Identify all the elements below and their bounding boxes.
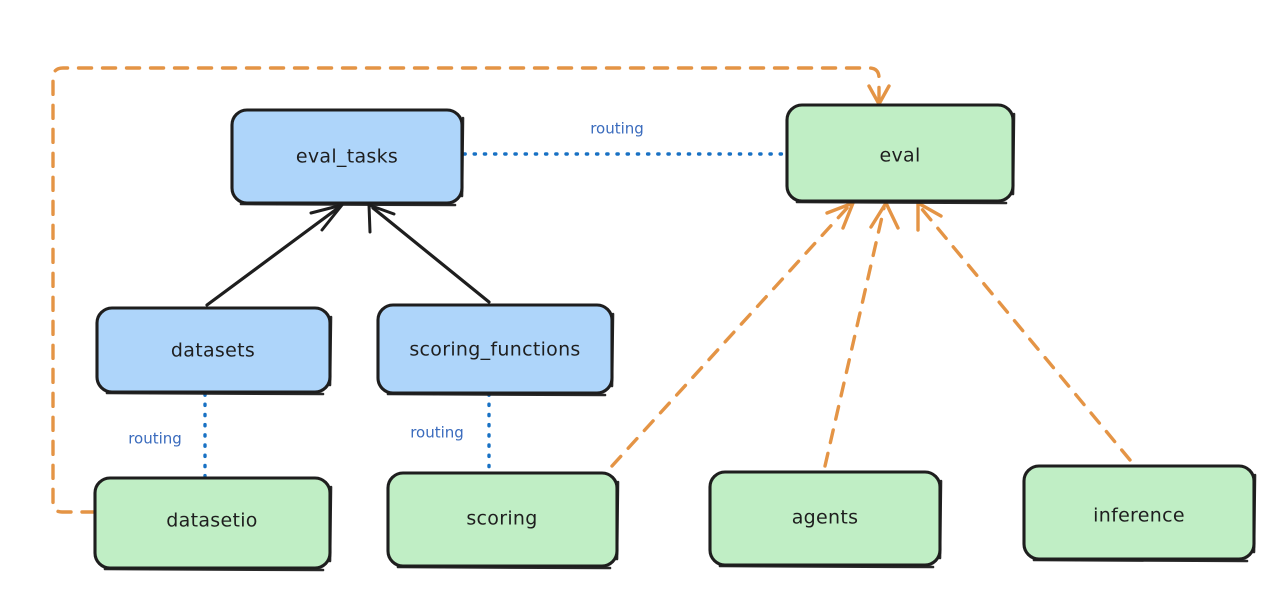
node-scoring_functions[interactable]: scoring_functions bbox=[376, 303, 615, 397]
node-eval_tasks-sketch bbox=[239, 116, 465, 207]
node-eval-sketch bbox=[795, 112, 1016, 205]
node-agents-label: agents bbox=[792, 507, 859, 529]
edge-agents-eval-path bbox=[823, 206, 886, 468]
edge-agents-eval[interactable] bbox=[823, 201, 900, 468]
edge-datasets-datasetio[interactable]: routing bbox=[128, 392, 207, 478]
edge-scoring-eval[interactable] bbox=[610, 201, 855, 468]
node-eval_tasks[interactable]: eval_tasks bbox=[230, 108, 465, 207]
node-agents[interactable]: agents bbox=[708, 470, 943, 569]
edge-label-routing-eval-tasks: routing bbox=[590, 120, 644, 138]
edge-scoring_functions-eval_tasks[interactable] bbox=[367, 203, 491, 304]
node-scoring_functions-sketch bbox=[386, 312, 615, 397]
edge-datasets-eval_tasks-path bbox=[205, 206, 340, 307]
node-agents-sketch bbox=[718, 479, 943, 569]
edge-datasets-eval_tasks[interactable] bbox=[205, 203, 344, 307]
node-eval[interactable]: eval bbox=[785, 103, 1016, 205]
edge-inference-eval[interactable] bbox=[916, 201, 1132, 462]
edge-inference-eval-path bbox=[919, 206, 1132, 462]
node-datasets[interactable]: datasets bbox=[95, 306, 333, 396]
edge-eval_tasks-eval[interactable]: routing bbox=[462, 120, 788, 156]
edge-scoring-eval-path bbox=[610, 205, 850, 468]
node-scoring-label: scoring bbox=[466, 508, 537, 530]
node-datasetio-label: datasetio bbox=[166, 510, 257, 532]
edge-scoring_functions-eval_tasks-path bbox=[371, 206, 491, 304]
node-inference-label: inference bbox=[1093, 505, 1185, 527]
node-datasetio[interactable]: datasetio bbox=[93, 476, 333, 572]
node-datasets-label: datasets bbox=[171, 340, 255, 362]
edge-label-routing-scoring-functions: routing bbox=[410, 424, 464, 442]
node-layer: eval_tasks eval datasets scoring_functio… bbox=[93, 103, 1257, 572]
node-scoring[interactable]: scoring bbox=[386, 471, 620, 570]
node-inference[interactable]: inference bbox=[1022, 464, 1257, 563]
edge-scoring_functions-scoring[interactable]: routing bbox=[410, 392, 491, 473]
node-datasets-sketch bbox=[105, 315, 333, 396]
edge-datasetio-eval-path bbox=[51, 66, 881, 514]
edge-label-routing-datasets: routing bbox=[128, 430, 182, 448]
node-datasetio-sketch bbox=[103, 485, 333, 572]
node-scoring-sketch bbox=[396, 480, 620, 570]
node-eval_tasks-label: eval_tasks bbox=[296, 146, 398, 168]
edge-agents-eval-arrowhead bbox=[869, 201, 900, 230]
edge-layer: routing routing routing bbox=[51, 66, 1132, 514]
node-inference-sketch bbox=[1032, 473, 1257, 563]
node-scoring_functions-label: scoring_functions bbox=[409, 339, 580, 361]
node-eval-label: eval bbox=[879, 145, 920, 167]
